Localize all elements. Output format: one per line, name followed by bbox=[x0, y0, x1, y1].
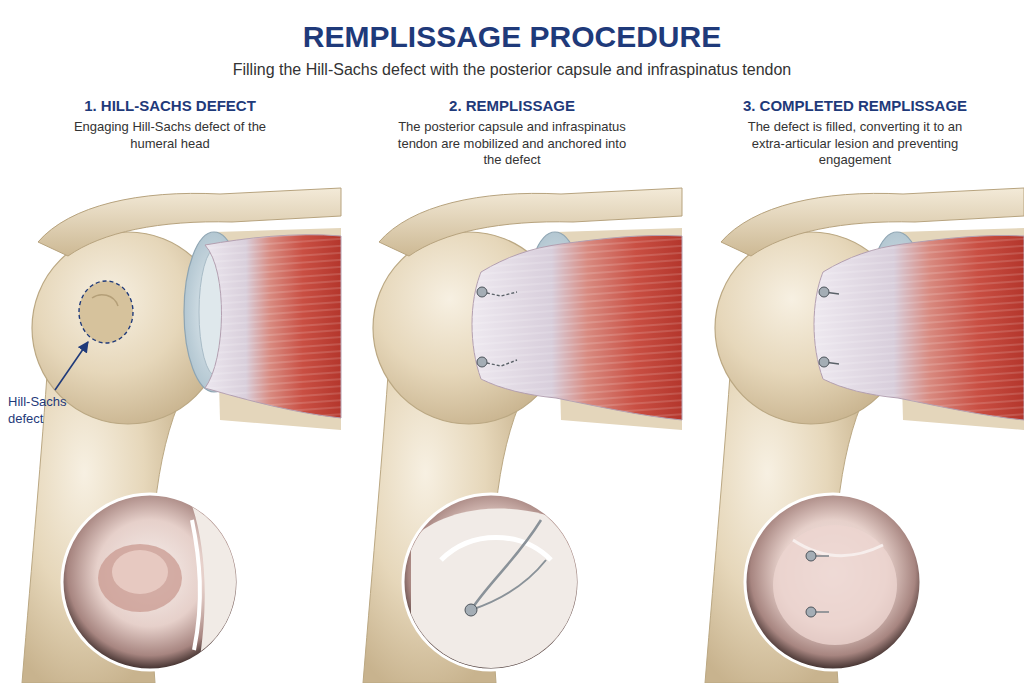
suture bbox=[482, 292, 517, 366]
scope-detail bbox=[98, 500, 260, 670]
panel-description: The defect is filled, converting it to a… bbox=[730, 119, 980, 169]
suture-anchor bbox=[477, 357, 487, 367]
panel-3 bbox=[705, 188, 1024, 683]
panel-2 bbox=[363, 188, 682, 683]
scope-detail bbox=[411, 509, 581, 680]
panel-description: The posterior capsule and infraspinatus … bbox=[387, 119, 637, 169]
suture-anchor bbox=[819, 287, 829, 297]
panel-description: Engaging Hill-Sachs defect of the humera… bbox=[50, 119, 290, 152]
panel-heading: 1. HILL-SACHS DEFECT bbox=[10, 96, 330, 115]
hill-sachs-defect bbox=[79, 281, 133, 343]
panel-1 bbox=[22, 188, 341, 683]
scope-detail bbox=[773, 525, 897, 645]
leader-arrow bbox=[55, 342, 88, 390]
infraspinatus bbox=[205, 235, 341, 418]
panel-heading: 3. COMPLETED REMPLISSAGE bbox=[695, 96, 1015, 115]
suture-anchor bbox=[477, 287, 487, 297]
suture-anchor bbox=[819, 357, 829, 367]
callout-label: Hill-Sachs defect bbox=[8, 394, 92, 427]
panel-heading: 2. REMPLISSAGE bbox=[352, 96, 672, 115]
title: REMPLISSAGE PROCEDURE bbox=[132, 18, 892, 56]
subtitle: Filling the Hill-Sachs defect with the p… bbox=[62, 60, 962, 80]
